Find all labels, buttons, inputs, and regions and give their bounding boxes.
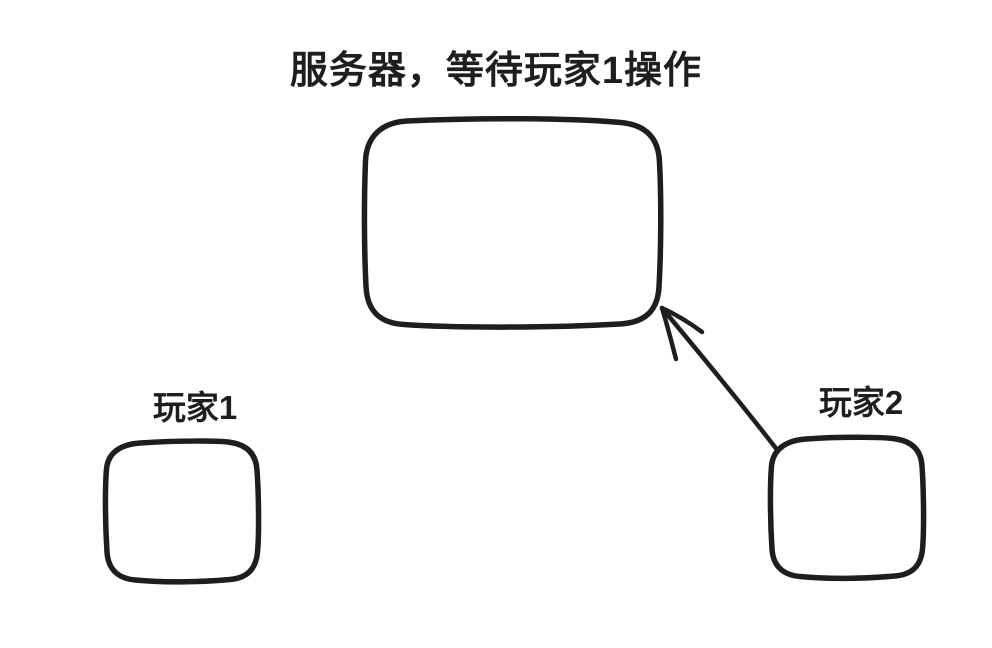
arrow-head <box>659 305 705 362</box>
arrow-player2-to-server <box>659 305 781 454</box>
player2-label: 玩家2 <box>818 384 904 421</box>
arrow-shaft <box>659 305 781 454</box>
diagram-title: 服务器，等待玩家1操作 <box>289 50 703 92</box>
player1-label: 玩家1 <box>152 389 238 426</box>
server-node <box>361 115 664 330</box>
player1-node <box>102 438 262 585</box>
player2-node <box>767 434 927 582</box>
